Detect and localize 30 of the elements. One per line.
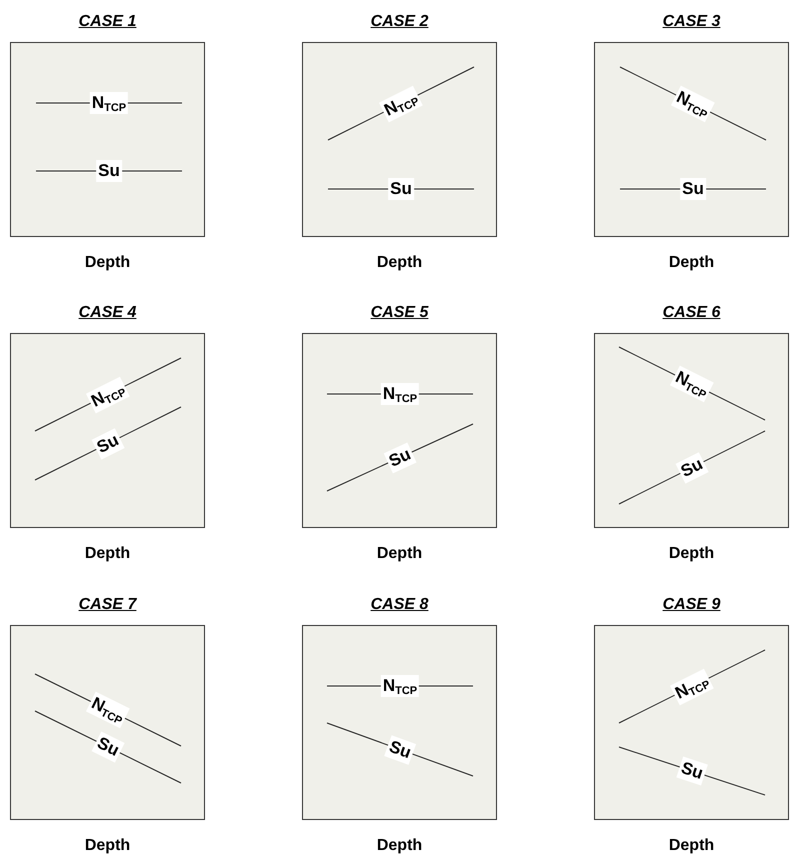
curve-label: N$_{TCP}$ <box>90 92 128 114</box>
case-title: CASE 5 <box>370 303 428 323</box>
case-title: CASE 7 <box>78 595 136 615</box>
case-title: CASE 9 <box>662 595 720 615</box>
axis-label: Depth <box>84 836 130 856</box>
case-title: CASE 8 <box>370 595 428 615</box>
axis-label: Depth <box>668 544 714 564</box>
case-title: CASE 6 <box>662 303 720 323</box>
curve-label: Su <box>96 160 122 182</box>
axis-label: Depth <box>376 836 422 856</box>
axis-label: Depth <box>376 544 422 564</box>
axis-label: Depth <box>668 836 714 856</box>
case-title: CASE 2 <box>370 12 428 32</box>
case-title: CASE 3 <box>662 12 720 32</box>
curve-label: N$_{TCP}$ <box>380 383 420 405</box>
axis-label: Depth <box>668 253 714 273</box>
curve-label: Su <box>676 452 708 484</box>
curve-label: Su <box>92 731 124 763</box>
axis-label: Depth <box>84 544 130 564</box>
axis-label: Depth <box>376 253 422 273</box>
curve-label: Su <box>676 756 708 786</box>
curve-label: N$_{TCP}$ <box>380 675 420 697</box>
curve-label: Su <box>384 442 416 473</box>
case-title: CASE 1 <box>78 12 136 32</box>
curve-label: Su <box>92 428 124 460</box>
axis-label: Depth <box>84 253 130 273</box>
case-title: CASE 4 <box>78 303 136 323</box>
curve-label: Su <box>384 734 416 764</box>
curve-label: Su <box>680 178 706 200</box>
curve-label: Su <box>388 178 414 200</box>
